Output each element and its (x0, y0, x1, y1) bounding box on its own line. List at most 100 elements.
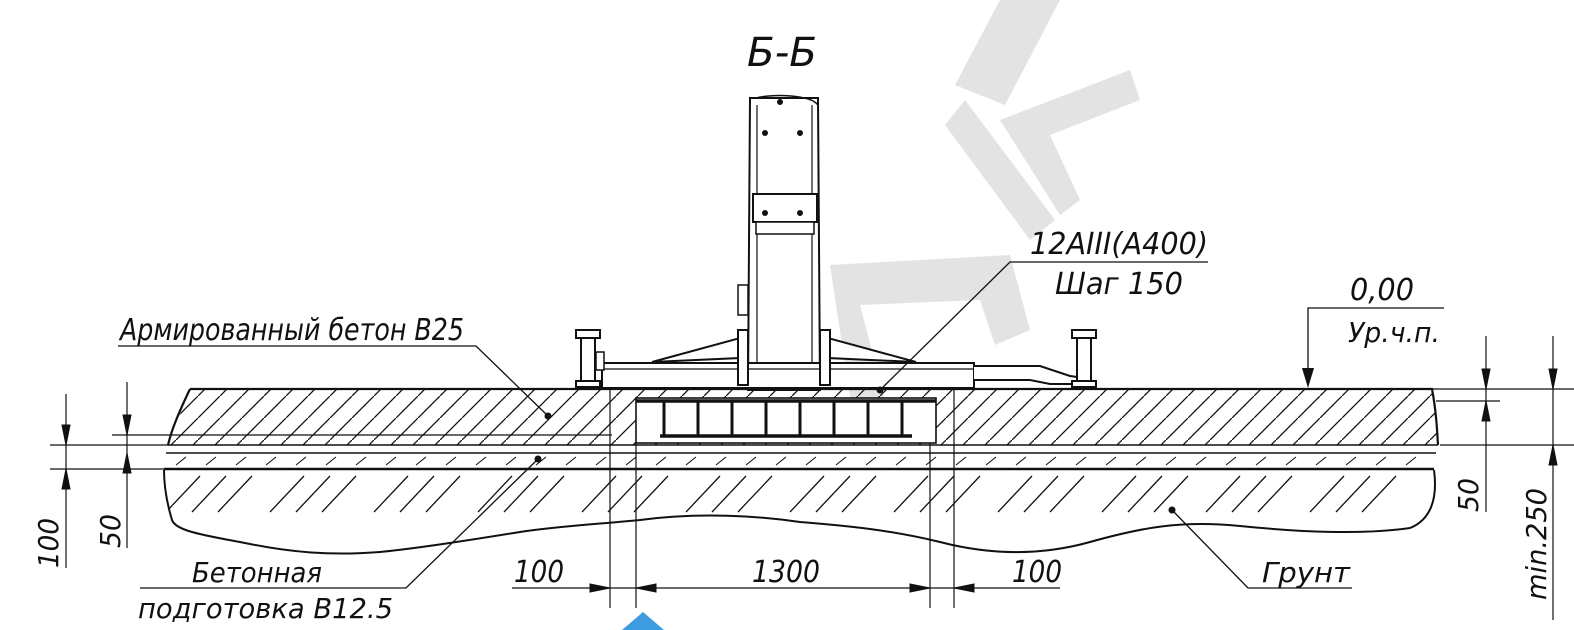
rebar-spec-label: 12AIII(A400) (1030, 227, 1208, 262)
soil-layer (163, 469, 1436, 555)
floor-level-value: 0,00 (1350, 273, 1414, 308)
dim-right-100: 100 (1012, 555, 1062, 590)
prep-hatch-tick (565, 456, 577, 466)
prep-hatch-tick (205, 456, 217, 466)
soil-hatch-stroke (1309, 475, 1345, 513)
prep-hatch-tick (775, 456, 787, 466)
soil-hatch-stroke (165, 475, 201, 513)
soil-hatch-stroke (945, 475, 981, 513)
prep-hatch-tick (625, 456, 637, 466)
soil-hatch-stroke (841, 475, 877, 513)
concrete-preparation-layer (164, 452, 1436, 471)
soil-hatch-stroke (1205, 475, 1241, 513)
soil-hatch-stroke (373, 475, 409, 513)
soil-hatch-stroke (711, 475, 747, 513)
rebar-step-label: Шаг 150 (1055, 267, 1183, 302)
soil-hatch-stroke (425, 475, 461, 513)
prep-hatch-tick (1225, 456, 1237, 466)
prep-hatch-tick (325, 456, 337, 466)
soil-hatch-stroke (269, 475, 305, 513)
left-vertical-dimensions (50, 382, 612, 568)
prep-hatch-tick (1015, 456, 1027, 466)
prep-hatch-tick (1045, 456, 1057, 466)
prep-hatch-tick (1315, 456, 1327, 466)
soil-hatch-stroke (737, 475, 773, 513)
prep-hatch-tick (535, 456, 547, 466)
prep-hatch-tick (175, 456, 187, 466)
soil-hatch-stroke (789, 475, 825, 513)
prep-hatch-tick (715, 456, 727, 466)
prep-hatch-tick (955, 456, 967, 466)
prep-hatch-tick (1345, 456, 1357, 466)
dim-right-50: 50 (1452, 478, 1485, 512)
soil-hatch-stroke (1153, 475, 1189, 513)
prep-hatch-tick (295, 456, 307, 466)
concrete-prep-label-line2: подготовка B12.5 (138, 592, 393, 625)
prep-hatch-tick (895, 456, 907, 466)
prep-hatch-tick (1285, 456, 1297, 466)
dim-left-100: 100 (514, 555, 564, 590)
prep-hatch-tick (595, 456, 607, 466)
concrete-prep-leader: Бетонная подготовка B12.5 (138, 455, 542, 625)
prep-hatch-tick (505, 456, 517, 466)
soil-hatch-stroke (607, 475, 643, 513)
prep-hatch-tick (265, 456, 277, 466)
soil-hatch-stroke (1361, 475, 1397, 513)
reinforced-concrete-label: Армированный бетон B25 (118, 313, 464, 348)
lift-base (575, 329, 1097, 389)
soil-hatch-stroke (321, 475, 357, 513)
prep-hatch-tick (835, 456, 847, 466)
dim-right-min250: min.250 (1520, 488, 1553, 600)
prep-hatch-tick (685, 456, 697, 466)
prep-hatch-tick (805, 456, 817, 466)
soil-hatch-stroke (399, 475, 435, 513)
soil-hatch-stroke (1049, 475, 1085, 513)
prep-hatch-tick (655, 456, 667, 466)
soil-hatch-stroke (997, 475, 1033, 513)
prep-hatch-tick (1375, 456, 1387, 466)
soil-hatch-stroke (1231, 475, 1267, 513)
prep-hatch-tick (445, 456, 457, 466)
prep-hatch-tick (235, 456, 247, 466)
floor-level-name: Ур.ч.п. (1348, 316, 1440, 349)
dim-left-50: 50 (94, 514, 127, 548)
soil-hatch-stroke (477, 475, 513, 513)
dim-left-total-100: 100 (32, 518, 65, 568)
soil-hatch-stroke (191, 475, 227, 513)
soil-hatch-stroke (1127, 475, 1163, 513)
soil-hatch-stroke (1257, 475, 1293, 513)
right-foot (1071, 329, 1097, 388)
prep-hatch-tick (925, 456, 937, 466)
prep-hatch-tick (1255, 456, 1267, 466)
soil-leader: Грунт (1168, 506, 1352, 589)
floor-level-marker: 0,00 Ур.ч.п. (1302, 273, 1444, 388)
prep-hatch-tick (385, 456, 397, 466)
horizontal-dimensions (512, 390, 1060, 608)
prep-hatch-tick (745, 456, 757, 466)
prep-hatch-tick (1105, 456, 1117, 466)
concrete-prep-label-line1: Бетонная (192, 556, 322, 589)
prep-hatch-tick (1165, 456, 1177, 466)
soil-hatch-stroke (581, 475, 617, 513)
soil-hatch-stroke (685, 475, 721, 513)
section-title: Б-Б (747, 30, 817, 76)
soil-hatch-stroke (1335, 475, 1371, 513)
accent-marker-icon (622, 612, 664, 630)
prep-hatch-tick (475, 456, 487, 466)
prep-hatch-tick (865, 456, 877, 466)
soil-hatch-stroke (815, 475, 851, 513)
prep-hatch-tick (1075, 456, 1087, 466)
prep-hatch-tick (985, 456, 997, 466)
soil-label: Грунт (1262, 556, 1351, 589)
dim-center-1300: 1300 (752, 555, 820, 590)
soil-hatch-stroke (1101, 475, 1137, 513)
prep-hatch-tick (415, 456, 427, 466)
soil-hatch-stroke (503, 475, 539, 513)
right-vertical-dimensions (1432, 336, 1574, 620)
soil-hatch-stroke (919, 475, 955, 513)
soil-hatch-stroke (633, 475, 669, 513)
soil-hatch-stroke (217, 475, 253, 513)
soil-hatch-stroke (1023, 475, 1059, 513)
prep-hatch-tick (355, 456, 367, 466)
